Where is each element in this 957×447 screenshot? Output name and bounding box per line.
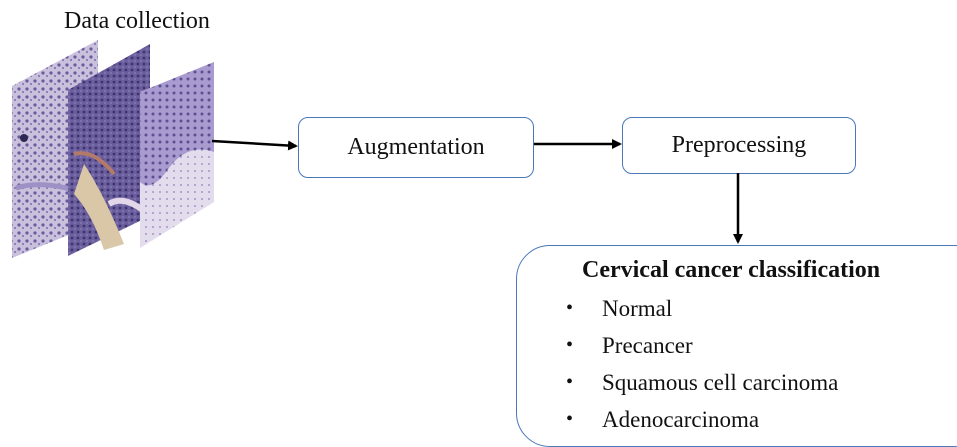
bullet: • — [566, 297, 574, 319]
class-normal: Normal — [602, 295, 673, 321]
class-precancer: Precancer — [602, 332, 693, 358]
list-item: • Precancer — [566, 327, 838, 364]
bullet: • — [566, 334, 574, 356]
flow-arrows — [211, 139, 743, 244]
list-item: • Normal — [566, 290, 838, 327]
class-squamous-cell-carcinoma: Squamous cell carcinoma — [602, 369, 839, 395]
histology-slide-3 — [140, 62, 214, 248]
list-item: • Adenocarcinoma — [566, 401, 838, 438]
arrow-data-to-augmentation — [211, 139, 298, 151]
classification-box — [516, 245, 957, 447]
class-adenocarcinoma: Adenocarcinoma — [602, 406, 760, 432]
bullet: • — [566, 408, 574, 430]
histology-slide-2 — [68, 44, 150, 256]
histology-image-stack — [8, 38, 218, 258]
data-collection-label: Data collection — [64, 8, 210, 34]
classification-title: Cervical cancer classification — [582, 257, 881, 283]
list-item: • Squamous cell carcinoma — [566, 364, 838, 401]
bullet: • — [566, 371, 574, 393]
class-list: • Normal • Precancer • Squamous cell carcin… — [566, 290, 838, 438]
augmentation-box: Augmentation — [298, 117, 534, 178]
